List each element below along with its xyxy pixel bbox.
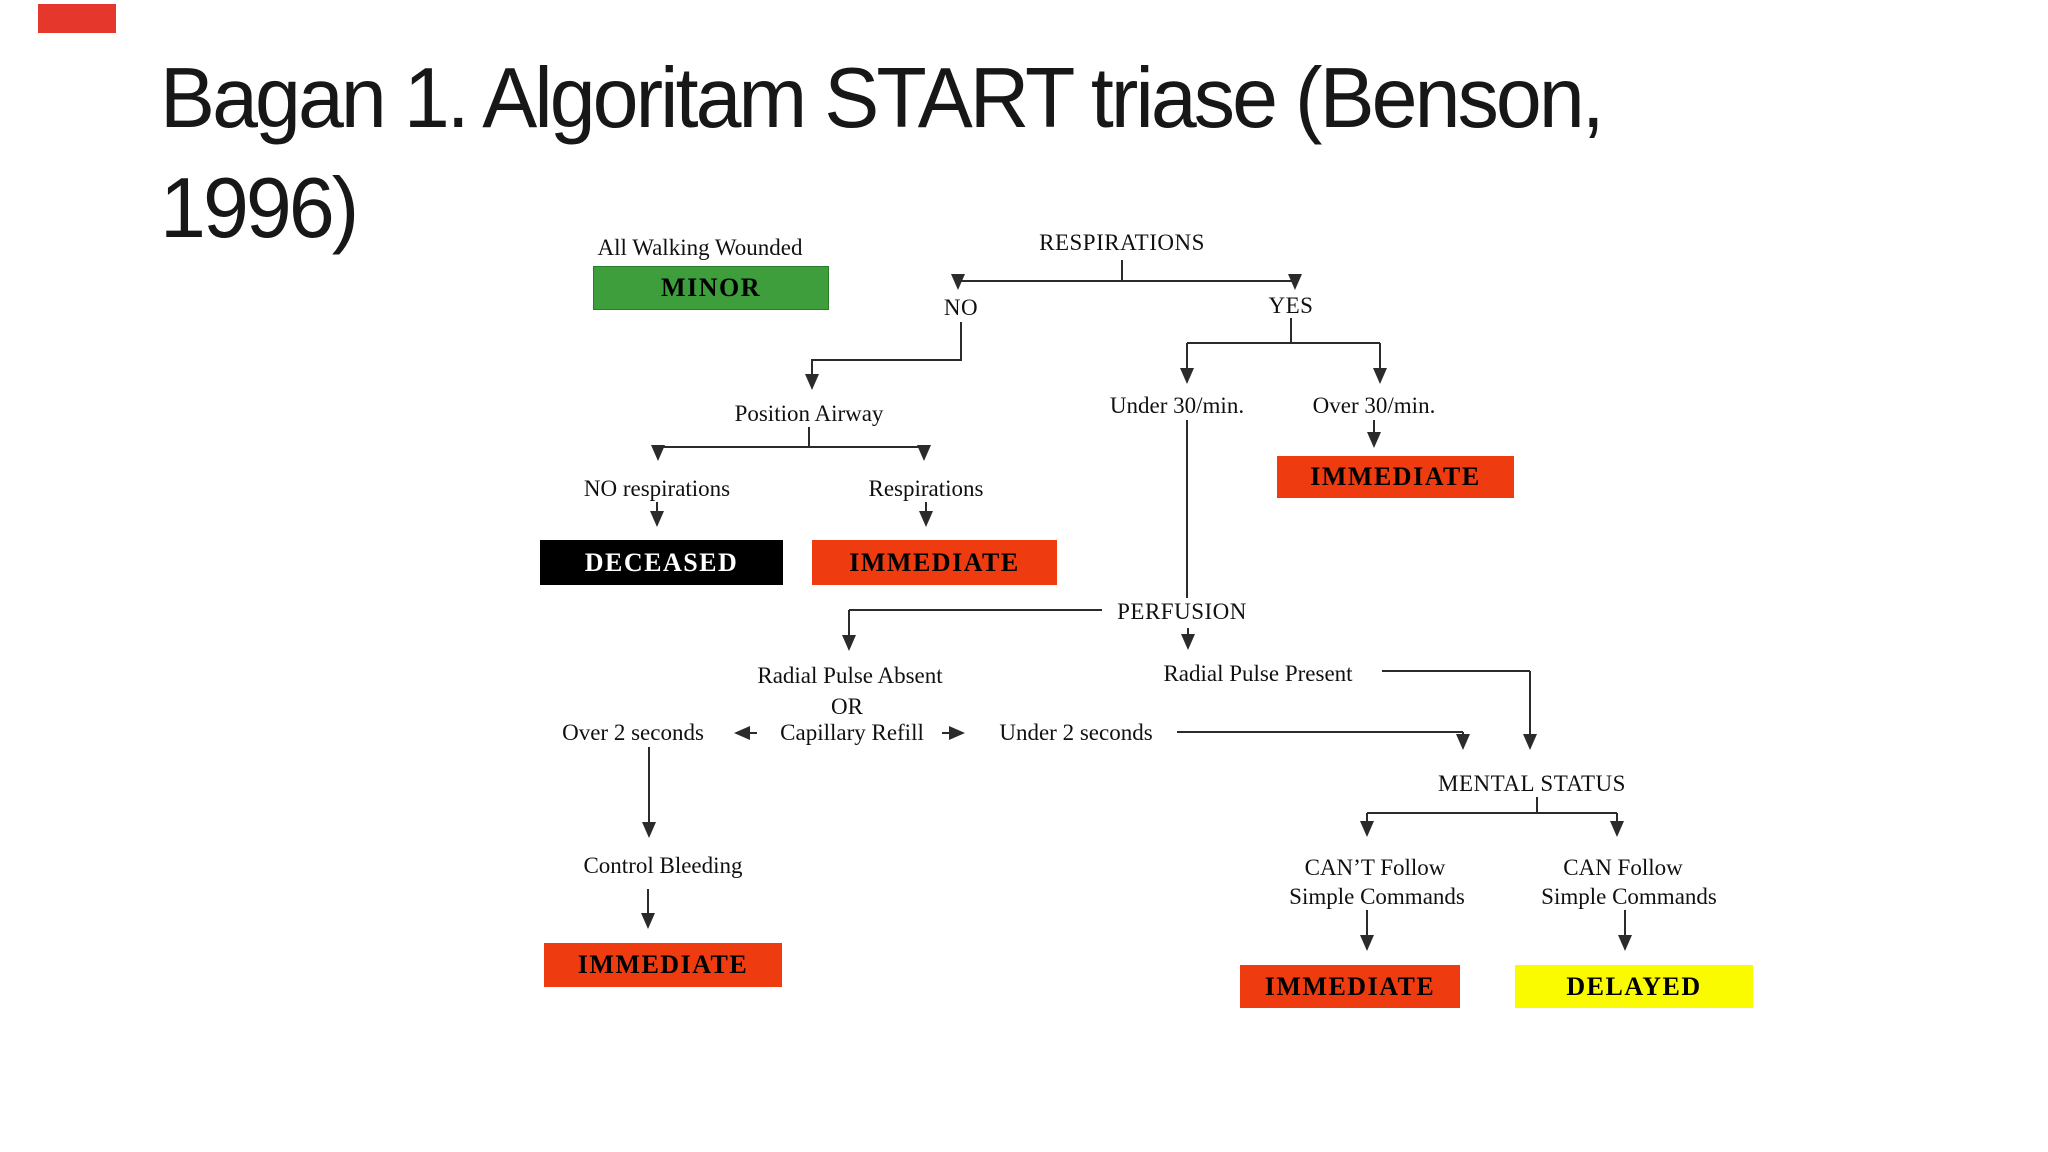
slide-title-line2: 1996)	[160, 161, 359, 256]
immediate-box-mental: IMMEDIATE	[1240, 965, 1460, 1008]
label-over-2-seconds: Over 2 seconds	[562, 720, 704, 745]
label-under-30: Under 30/min.	[1109, 393, 1245, 418]
label-over-30: Over 30/min.	[1312, 393, 1436, 418]
label-perfusion: PERFUSION	[1117, 599, 1247, 624]
label-cant-follow: CAN’T Follow	[1304, 855, 1446, 880]
label-simple-commands-right: Simple Commands	[1541, 884, 1717, 909]
label-radial-pulse-present: Radial Pulse Present	[1163, 661, 1353, 686]
deceased-box: DECEASED	[540, 540, 783, 585]
label-all-walking-wounded: All Walking Wounded	[597, 235, 803, 260]
label-position-airway: Position Airway	[734, 401, 884, 426]
label-under-2-seconds: Under 2 seconds	[999, 720, 1153, 745]
label-respirations: RESPIRATIONS	[1039, 230, 1205, 255]
immediate-box-over30: IMMEDIATE	[1277, 456, 1514, 498]
label-capillary-refill: Capillary Refill	[780, 720, 924, 745]
label-can-follow: CAN Follow	[1563, 855, 1683, 880]
red-corner-marker	[38, 4, 116, 33]
label-respirations-present: Respirations	[868, 476, 984, 501]
label-mental-status: MENTAL STATUS	[1438, 771, 1626, 796]
minor-box: MINOR	[593, 266, 829, 310]
delayed-box: DELAYED	[1515, 965, 1753, 1008]
immediate-box-bleeding: IMMEDIATE	[544, 943, 782, 987]
label-no: NO	[943, 295, 979, 320]
label-control-bleeding: Control Bleeding	[583, 853, 743, 878]
label-radial-pulse-absent: Radial Pulse Absent	[757, 663, 943, 688]
label-yes: YES	[1268, 293, 1314, 318]
label-no-respirations: NO respirations	[583, 476, 731, 501]
slide-title-line1: Bagan 1. Algoritam START triase (Benson,	[160, 51, 1605, 146]
label-or: OR	[831, 694, 863, 719]
immediate-box-airway: IMMEDIATE	[812, 540, 1057, 585]
slide-title: Bagan 1. Algoritam START triase (Benson,…	[160, 44, 1809, 264]
label-simple-commands-left: Simple Commands	[1289, 884, 1465, 909]
